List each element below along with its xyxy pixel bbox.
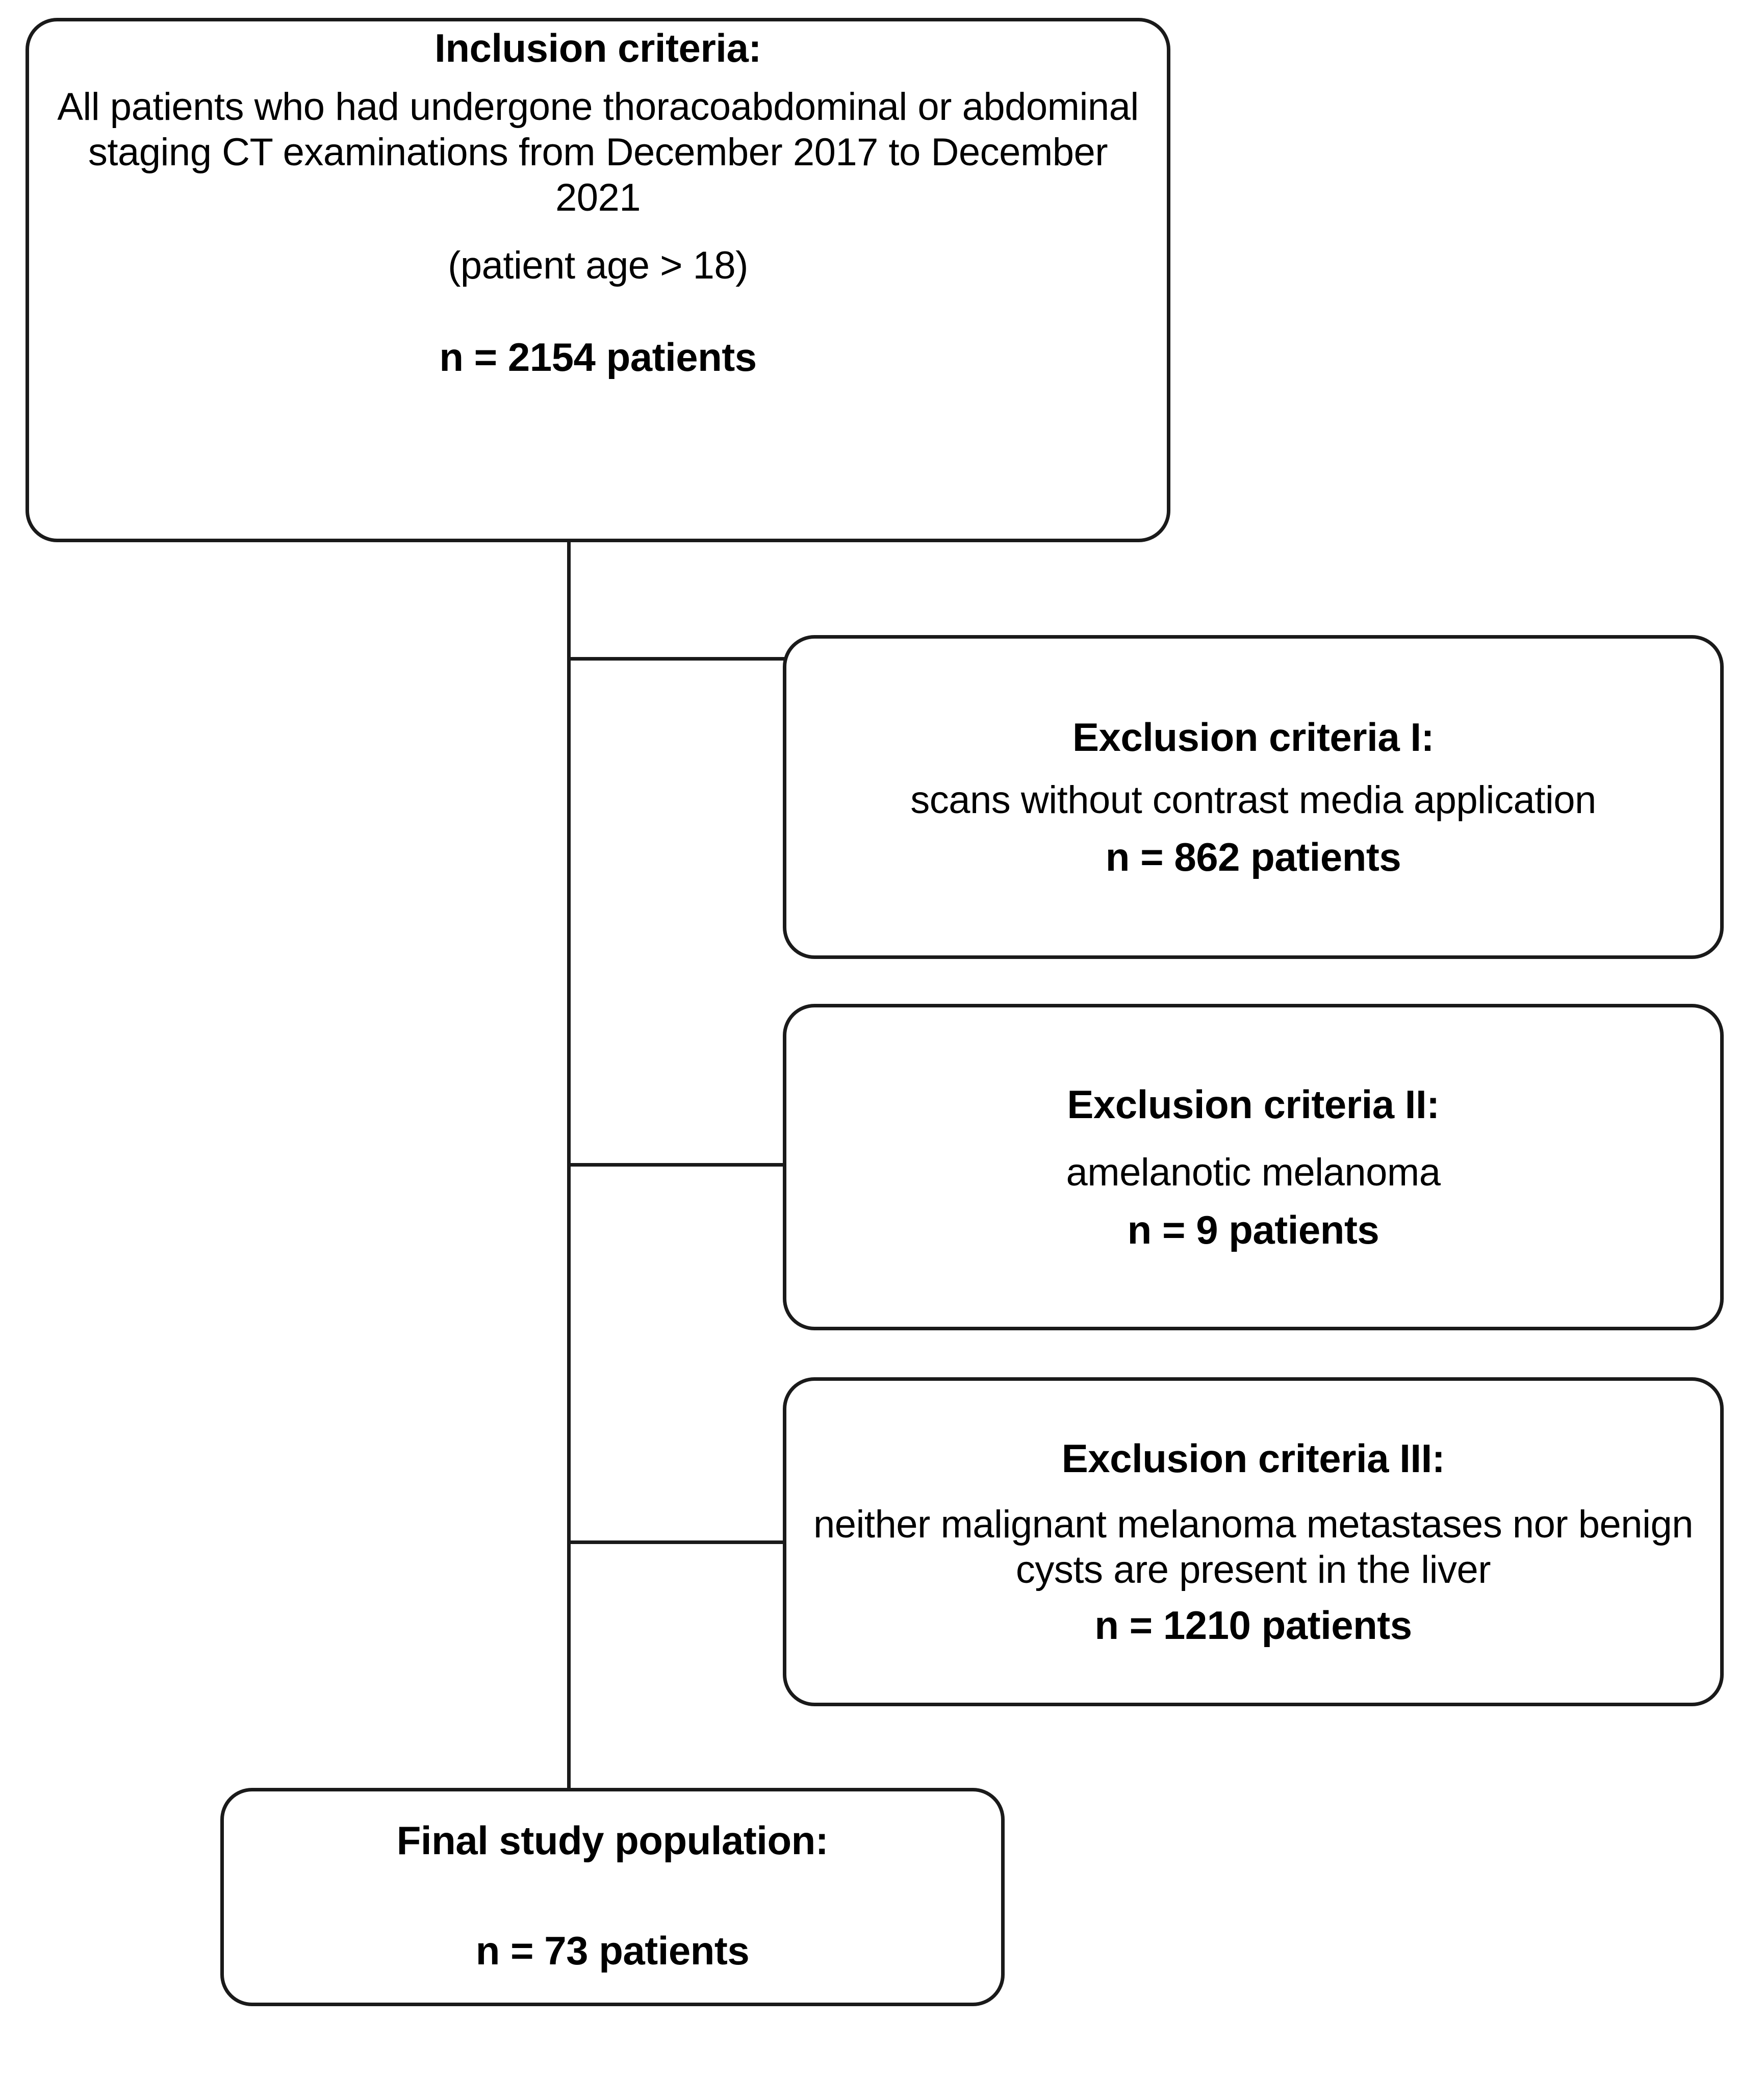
branch-connector-line-1 (567, 657, 785, 661)
branch-connector-line-3 (567, 1540, 785, 1544)
exclusion-criteria-1-body: scans without contrast media application (910, 778, 1596, 822)
exclusion-criteria-3-body: neither malignant melanoma metastases no… (813, 1502, 1694, 1591)
inclusion-criteria-title: Inclusion criteria: (434, 26, 761, 70)
final-study-population-count: n = 73 patients (475, 1928, 750, 1974)
exclusion-criteria-2-box: Exclusion criteria II: amelanotic melano… (783, 1004, 1724, 1330)
exclusion-criteria-2-title: Exclusion criteria II: (1067, 1081, 1440, 1127)
final-study-population-title: Final study population: (396, 1818, 829, 1863)
exclusion-criteria-3-count: n = 1210 patients (1094, 1603, 1412, 1648)
inclusion-criteria-age-note: (patient age > 18) (448, 243, 748, 287)
inclusion-criteria-count: n = 2154 patients (439, 334, 757, 380)
exclusion-criteria-3-box: Exclusion criteria III: neither malignan… (783, 1377, 1724, 1706)
exclusion-criteria-2-count: n = 9 patients (1127, 1207, 1379, 1253)
exclusion-criteria-1-box: Exclusion criteria I: scans without cont… (783, 635, 1724, 959)
inclusion-criteria-box: Inclusion criteria: All patients who had… (25, 18, 1170, 542)
exclusion-criteria-2-body: amelanotic melanoma (1066, 1150, 1441, 1194)
final-study-population-box: Final study population: n = 73 patients (220, 1788, 1005, 2006)
exclusion-criteria-3-title: Exclusion criteria III: (1061, 1435, 1445, 1481)
branch-connector-line-2 (567, 1163, 785, 1167)
exclusion-criteria-1-title: Exclusion criteria I: (1072, 715, 1435, 760)
exclusion-criteria-1-count: n = 862 patients (1105, 834, 1401, 879)
inclusion-criteria-body: All patients who had undergone thoracoab… (57, 85, 1139, 219)
